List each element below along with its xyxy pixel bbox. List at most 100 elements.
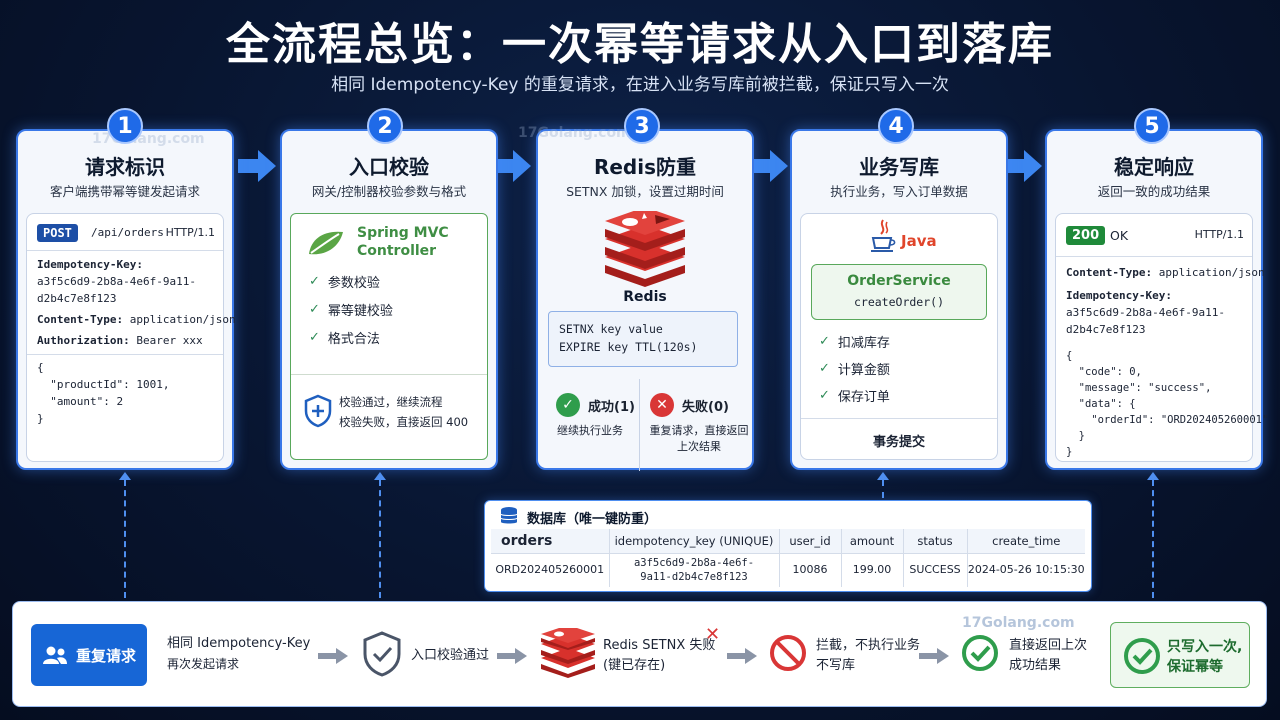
flow-step-validate: 入口校验通过 [411,648,490,663]
step-card-business: 业务写库 执行业务，写入订单数据 Java OrderService creat… [790,129,1008,470]
divider [1056,256,1252,257]
database-title: 数据库（唯一键防重） [527,512,658,527]
step-subtitle: SETNX 加锁，设置过期时间 [566,184,724,199]
table-cell: a3f5c6d9-2b8a-4e6f- 9a11-d2b4c7e8f123 [609,553,780,587]
shield-check-icon [363,631,401,677]
flow-arrow-shaft-4 [1006,159,1026,173]
table-name: orders [491,529,610,554]
step-subtitle: 网关/控制器校验参数与格式 [311,184,467,199]
step-number-2: 2 [367,108,403,144]
step-title: Redis防重 [593,155,697,179]
flow-text-line: 直接返回上次 [1009,638,1088,653]
http-request-panel: POST /api/orders HTTP/1.1 Idempotency-Ke… [26,213,236,462]
dashed-connector [882,480,884,498]
flow-arrow-4 [1024,150,1042,182]
flow-text-line: 再次发起请求 [167,657,240,671]
check-item: ✓参数校验 [309,272,380,291]
idempotent-result: 只写入一次, 保证幂等 [1167,637,1242,677]
flow-arrow-shaft-2 [495,159,515,173]
step-card-request: 请求标识 客户端携带幂等键发起请求 POST /api/orders HTTP/… [16,129,236,470]
check-circle-icon [962,635,998,671]
spring-leaf-icon [309,231,343,255]
task-item: ✓ 扣减库存 [819,332,890,351]
dashed-connector [124,480,126,598]
content-type-label: Content-Type: [37,313,124,326]
result-line: 只写入一次, [1167,639,1243,655]
page-title: 全流程总览：一次幂等请求从入口到落库 [226,19,1054,70]
table-header: user_id [779,529,842,554]
framework-line1: Spring MVC [357,225,449,241]
check-circle-icon: ✓ [556,393,580,417]
key-value-line1: a3f5c6d9-2b8a-4e6f-9a11- [1066,306,1225,319]
divider [27,354,223,355]
content-type-line: Content-Type: application/json [37,311,236,328]
check-icon: ✓ [819,334,830,349]
divider [639,379,640,471]
content-type-value: application/json [1158,266,1265,279]
response-body: { "code": 0, "message": "success", "data… [1066,350,1269,458]
flow-text-line: Redis SETNX 失败 [603,638,716,653]
redis-label: Redis [623,289,667,305]
page-subtitle: 相同 Idempotency-Key 的重复请求，在进入业务写库前被拦截，保证只… [331,75,949,95]
step-number-3: 3 [624,108,660,144]
idempotent-result-box: 只写入一次, 保证幂等 [1110,622,1250,688]
step-subtitle: 客户端携带幂等键发起请求 [49,184,200,199]
arrow-right-icon [318,648,348,664]
step-subtitle: 返回一致的成功结果 [1097,184,1211,199]
flow-text-line: 拦截，不执行业务 [816,638,921,653]
check-item: ✓幂等键校验 [309,300,393,319]
task-label: 扣减库存 [837,336,890,351]
task-label: 计算金额 [837,363,890,378]
request-body: { "productId": 1001, "amount": 2 } [37,361,170,425]
step-card-redis: Redis防重 SETNX 加锁，设置过期时间 Redis SETNX key … [536,129,754,471]
check-icon: ✓ [819,388,830,403]
step-number-1: 1 [107,108,143,144]
table-header-row: orders idempotency_key (UNIQUE) user_id … [491,529,1085,554]
table-cell: ORD202405260001 [491,553,610,587]
check-icon: ✓ [819,361,830,376]
step-title: 入口校验 [349,155,429,179]
check-icon: ✓ [309,330,320,345]
step-card-response: 稳定响应 返回一致的成功结果 200 OK HTTP/1.1 Content-T… [1045,129,1268,470]
status-text: OK [1110,228,1129,243]
content-type-line: Content-Type: application/json [1066,264,1265,281]
flow-step-redis-fail: Redis SETNX 失败 (键已存在) [603,636,715,676]
step-title: 请求标识 [85,155,165,179]
arrow-right-icon [497,648,527,664]
x-circle-icon: ✕ [650,393,674,417]
response-protocol: HTTP/1.1 [1194,228,1244,241]
flow-text-line: 相同 Idempotency-Key [167,636,311,651]
redis-logo-icon [541,628,595,678]
flow-step-resend: 相同 Idempotency-Key 再次发起请求 [167,634,310,674]
business-panel: Java OrderService createOrder() ✓扣减库存 ✓计… [800,213,998,460]
validation-result: 校验通过，继续流程 校验失败，直接返回 400 [339,392,468,432]
flow-arrow-shaft-1 [238,159,260,173]
table-header: amount [841,529,904,554]
redis-fail: ✕失败(0) [650,393,729,417]
check-item: ✓格式合法 [309,328,380,347]
step-number-5: 5 [1134,108,1170,144]
divider [291,374,487,375]
key-label: Idempotency-Key: [1066,289,1172,302]
watermark: 17Golang.com [518,125,631,141]
framework-line2: Controller [357,243,437,259]
fail-note-line2: 上次结果 [677,440,721,453]
dashed-connector [1152,480,1154,598]
flow-text-line: 成功结果 [1009,658,1062,673]
duplicate-request-flow: 重复请求 相同 Idempotency-Key 再次发起请求 入口校验通过 Re… [12,601,1267,707]
fail-note-line1: 重复请求，直接返回 [649,424,749,437]
framework-name: Spring MVC Controller [357,224,449,260]
flow-arrow-3 [770,150,788,182]
dashed-arrowhead [1147,472,1159,480]
dashed-arrowhead [374,472,386,480]
flow-text-line: (键已存在) [603,658,666,673]
key-label: Idempotency-Key: [37,258,143,271]
http-response-panel: 200 OK HTTP/1.1 Content-Type: applicatio… [1055,213,1268,462]
auth-value: Bearer xxx [136,334,203,347]
x-mark-icon: ✕ [705,624,721,645]
duplicate-request-label: 重复请求 [75,646,136,665]
result-line: 保证幂等 [1167,659,1223,675]
step-title: 业务写库 [859,155,939,179]
validation-pass: 校验通过，继续流程 [339,395,443,409]
arrow-right-icon [727,648,757,664]
